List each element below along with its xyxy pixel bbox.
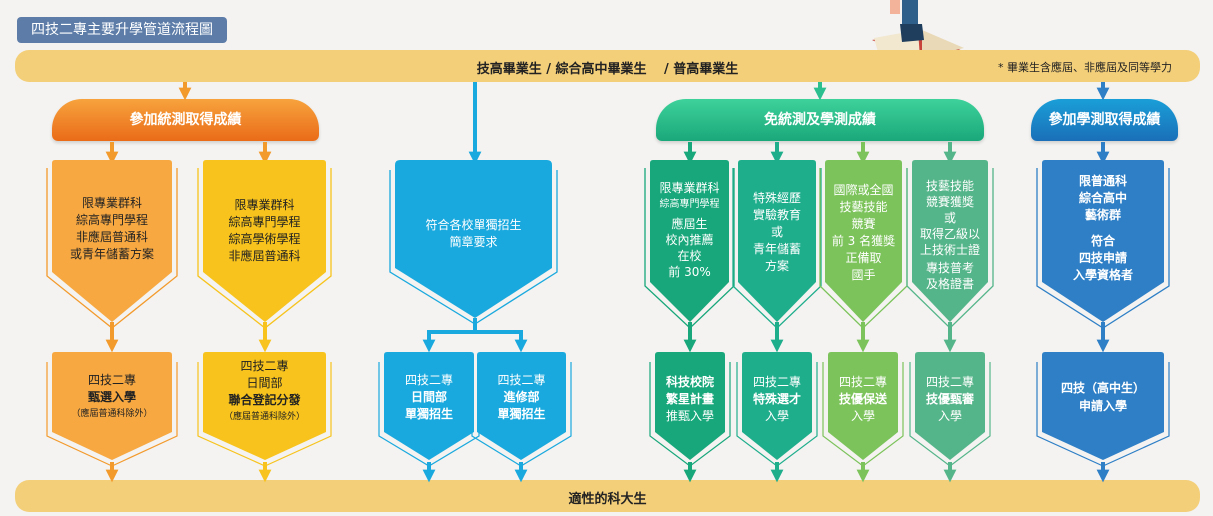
header-no-exam: 免統測及學測成績 (656, 99, 984, 141)
outcome-skill-selective: 四技二專 技優甄審 入學 (925, 375, 974, 423)
eligibility-special-exp: 特殊經歷 實驗教育 或 青年儲蓄 方案 (752, 191, 801, 273)
outcome-star-plan: 科技校院 繁星計畫 推甄入學 (665, 375, 714, 423)
outcome-night-independent: 四技二專 進修部 單獨招生 (497, 373, 546, 421)
outcome-box-star (655, 352, 725, 460)
eligibility-box-special-exp (738, 160, 816, 322)
page-title: 四技二專主要升學管道流程圖 (17, 17, 227, 43)
outcome-box-night (477, 352, 566, 460)
outcome-selective: 四技二專 甄選入學 （應屆普通科除外） (71, 373, 153, 419)
eligibility-box-school-rec (650, 160, 729, 322)
eligibility-box-independent (395, 160, 552, 318)
outcome-box-special-talent (742, 352, 812, 460)
outcome-box-joint (203, 352, 326, 460)
outcome-apply: 四技（高中生） 申請入學 (1060, 381, 1145, 413)
eligibility-box-skill-cert (912, 160, 988, 322)
eligibility-skill-cert: 技藝技能 競賽獲獎 或 取得乙級以 上技術士證 專技普考 及格證書 (919, 179, 980, 291)
outcome-skill-guarantee: 四技二專 技優保送 入學 (838, 375, 887, 423)
graduates-note: * 畢業生含應屆、非應屆及同等學力 (998, 61, 1172, 74)
eligibility-independent: 符合各校單獨招生 簡章要求 (425, 218, 522, 249)
eligibility-box-selective (52, 160, 172, 322)
outcome-box-skill-guarantee (828, 352, 898, 460)
outcome-day-independent: 四技二專 日間部 單獨招生 (404, 373, 453, 421)
eligibility-skill-comp: 國際或全國 技藝技能 競賽 前 3 名獲獎 正備取 國手 (831, 183, 896, 282)
outcome-band: 適性的科大生 (15, 480, 1200, 512)
outcome-box-day (384, 352, 474, 460)
eligibility-gsat: 限普通科 綜合高中 藝術群 符合 四技申請 入學資格者 (1072, 174, 1133, 282)
header-gsat: 參加學測取得成績 (1031, 99, 1178, 141)
eligibility-school-rec: 限專業群科 綜高專門學程 應屆生 校內推薦 在校 前 30% (659, 181, 720, 279)
outcome-box-selective (52, 352, 172, 460)
eligibility-joint: 限專業群科 綜高專門學程 綜高學術學程 非應屆普通科 (228, 198, 301, 263)
graduate-types-label: 技高畢業生 / 綜合高中畢業生 / 普高畢業生 (476, 62, 739, 77)
outcome-label: 適性的科大生 (568, 492, 647, 507)
eligibility-box-joint (203, 160, 326, 322)
outcome-joint: 四技二專 日間部 聯合登記分發 （應屆普通科除外） (223, 359, 305, 422)
eligibility-box-gsat (1042, 160, 1164, 322)
header-unified-exam: 參加統測取得成績 (52, 99, 319, 141)
outcome-box-skill-selective (915, 352, 985, 460)
outcome-special-talent: 四技二專 特殊選才 入學 (752, 375, 801, 423)
eligibility-selective: 限專業群科 綜高專門學程 非應屆普通科 或青年儲蓄方案 (69, 196, 154, 261)
outcome-box-apply (1042, 352, 1164, 460)
arrow (429, 318, 521, 334)
eligibility-box-skill-comp (825, 160, 902, 322)
graduates-band: 技高畢業生 / 綜合高中畢業生 / 普高畢業生 * 畢業生含應屆、非應屆及同等學… (15, 50, 1200, 82)
